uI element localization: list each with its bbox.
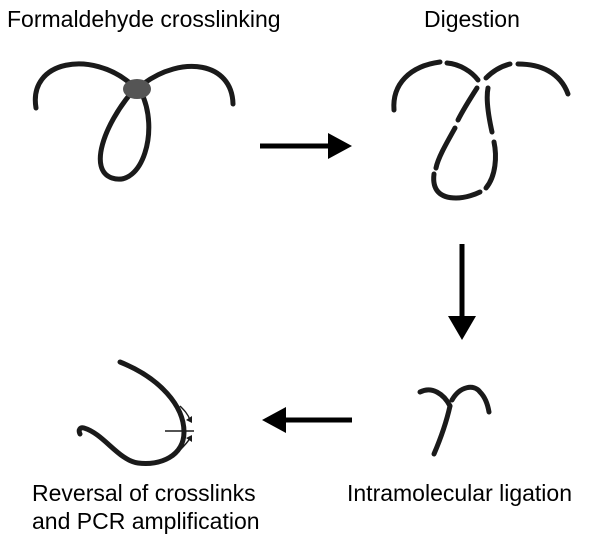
ligated-strand-arm-left — [417, 387, 453, 409]
primer-arrow-bottom-icon — [179, 435, 192, 451]
loop-strand-right — [140, 63, 236, 107]
digested-fragment-9 — [484, 85, 495, 135]
ligated-fragment-figure — [417, 384, 492, 457]
digested-fragment-8 — [483, 139, 498, 191]
step-label-reversal-line1: Reversal of crosslinks — [32, 480, 256, 506]
arrow-digestion-to-ligation — [448, 244, 476, 340]
step-label-reversal-line2: and PCR amplification — [32, 508, 260, 534]
pcr-product-figure — [76, 359, 194, 467]
digested-fragment-5 — [455, 85, 480, 123]
linear-product-strand — [76, 359, 187, 467]
digested-fragment-2 — [444, 60, 481, 83]
crosslinked-loop-figure — [32, 61, 236, 182]
digested-fragment-4 — [515, 61, 571, 97]
ligated-strand-stem — [431, 403, 453, 457]
crosslink-protein — [123, 79, 151, 99]
arrow-crosslinking-to-digestion — [260, 133, 352, 159]
digested-loop-figure — [391, 59, 571, 201]
digested-fragment-1 — [391, 59, 443, 113]
loop-body — [97, 89, 152, 182]
step-label-reversal: Reversal of crosslinks and PCR amplifica… — [32, 479, 260, 535]
ligated-strand-arm-right — [449, 384, 492, 415]
step-label-ligation: Intramolecular ligation — [347, 480, 573, 506]
digested-fragment-6 — [433, 125, 458, 171]
primer-arrow-top-icon — [179, 405, 192, 423]
arrow-ligation-to-reversal — [262, 407, 352, 433]
digested-fragment-3 — [483, 61, 513, 81]
loop-strand-left — [32, 61, 134, 111]
step-label-crosslinking: Formaldehyde crosslinking — [7, 6, 281, 32]
step-label-digestion: Digestion — [424, 6, 520, 32]
digested-fragment-7 — [431, 171, 483, 201]
